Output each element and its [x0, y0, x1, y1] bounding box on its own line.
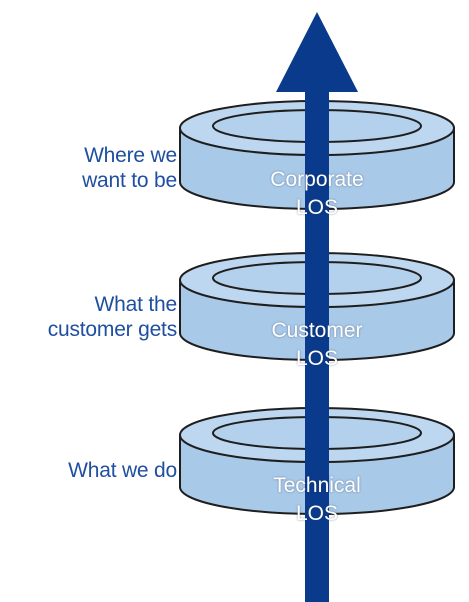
disk-label-corporate: Corporate LOS: [270, 168, 364, 219]
upward-arrow: [276, 12, 358, 602]
disk-label-technical: Technical LOS: [273, 474, 361, 525]
side-label-corporate: Where we want to be: [82, 144, 177, 192]
disk-label-customer: Customer LOS: [271, 319, 363, 370]
side-label-technical: What we do: [68, 459, 177, 482]
side-label-customer: What the customer gets: [47, 293, 177, 341]
